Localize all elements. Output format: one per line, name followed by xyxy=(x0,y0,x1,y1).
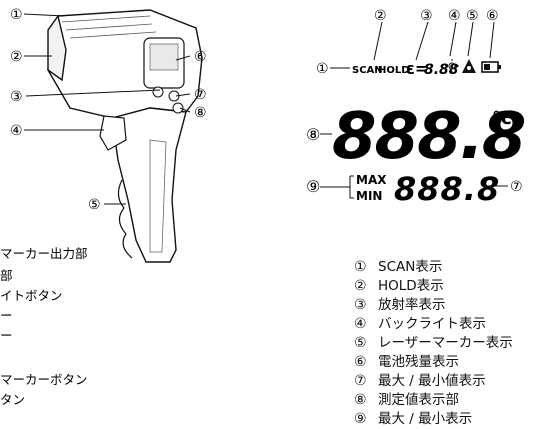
legend-number: ⑧ xyxy=(354,392,367,408)
legend-text: バックライト表示 xyxy=(378,316,486,332)
hold-indicator: HOLD xyxy=(378,65,410,76)
gun-label-4: ー xyxy=(0,308,13,323)
laser-button-shape xyxy=(172,102,184,114)
legend-number: ④ xyxy=(354,316,367,332)
gun-label-7: タン xyxy=(0,392,25,407)
lcd-callout-9: ⑨ xyxy=(306,177,320,196)
legend-item: ③ 放射率表示 xyxy=(354,296,513,315)
lcd-callout-6: ⑥ xyxy=(486,8,499,24)
lcd-callout-7: ⑦ xyxy=(510,179,523,195)
trigger-shape xyxy=(99,115,127,151)
gun-callout-4: ④ xyxy=(10,123,23,139)
lcd-diagram: ② ③ ④ ⑤ ⑥ ① SCAN HOLD ε= 8.88 ⑧ 888.8 °c… xyxy=(306,8,527,208)
min-indicator: MIN xyxy=(356,189,382,203)
scan-indicator: SCAN xyxy=(352,65,383,76)
temperature-unit: °c xyxy=(492,108,512,129)
legend-text: 測定値表示部 xyxy=(378,392,459,408)
gun-label-2: 部 xyxy=(0,268,13,283)
legend-number: ⑨ xyxy=(354,411,367,427)
gun-callout-1: ① xyxy=(10,7,23,23)
main-temperature-value: 888.8 xyxy=(332,100,525,174)
lcd-callout-3: ③ xyxy=(420,8,433,24)
legend-item: ⑤ レーザーマーカー表示 xyxy=(354,334,513,353)
battery-icon xyxy=(481,61,501,73)
backlight-icon xyxy=(445,59,459,73)
legend-number: ① xyxy=(354,259,367,275)
legend-text: 放射率表示 xyxy=(378,297,446,313)
legend-number: ⑦ xyxy=(354,373,367,389)
legend-item: ⑦ 最大 / 最小値表示 xyxy=(354,372,513,391)
lcd-callout-4: ④ xyxy=(448,8,461,24)
legend-text: 電池残量表示 xyxy=(378,354,459,370)
legend-item: ① SCAN表示 xyxy=(354,258,513,277)
gun-label-6: マーカーボタン xyxy=(0,372,88,387)
backlight-button-shape xyxy=(152,86,164,98)
legend-item: ② HOLD表示 xyxy=(354,277,513,296)
lcd-legend-list: ① SCAN表示 ② HOLD表示 ③ 放射率表示 ④ バックライト表示 ⑤ レーザーマー… xyxy=(354,258,513,429)
gun-display-screen xyxy=(149,43,179,71)
thermometer-diagram: ① ② ③ ④ ⑤ ⑥ ⑦ ⑧ マーカー出力部 部 イトボタン ー ー マーカー… xyxy=(0,7,207,407)
legend-item: ④ バックライト表示 xyxy=(354,315,513,334)
legend-text: HOLD表示 xyxy=(378,278,444,294)
gun-callout-5: ⑤ xyxy=(88,197,101,213)
legend-number: ③ xyxy=(354,297,367,313)
lcd-callout-5: ⑤ xyxy=(466,8,479,24)
legend-number: ② xyxy=(354,278,367,294)
lcd-callout-2: ② xyxy=(374,8,387,24)
gun-callout-7: ⑦ xyxy=(194,87,207,103)
legend-item: ⑥ 電池残量表示 xyxy=(354,353,513,372)
legend-text: 最大 / 最小表示 xyxy=(378,411,473,427)
lcd-callout-8: ⑧ xyxy=(306,125,320,144)
lcd-callout-1: ① xyxy=(316,61,329,77)
legend-number: ⑥ xyxy=(354,354,367,370)
maxmin-value: 888.8 xyxy=(394,170,500,208)
legend-text: SCAN表示 xyxy=(378,259,443,275)
gun-callout-8: ⑧ xyxy=(194,105,207,121)
max-indicator: MAX xyxy=(356,173,387,187)
gun-label-5: ー xyxy=(0,328,13,343)
legend-item: ⑨ 最大 / 最小表示 xyxy=(354,410,513,429)
legend-text: レーザーマーカー表示 xyxy=(378,335,513,351)
gun-callout-2: ② xyxy=(10,49,23,65)
legend-number: ⑤ xyxy=(354,335,367,351)
emissivity-value: 8.88 xyxy=(424,62,459,78)
gun-callout-3: ③ xyxy=(10,89,23,105)
legend-text: 最大 / 最小値表示 xyxy=(378,373,486,389)
emissivity-symbol: ε= xyxy=(406,59,428,78)
legend-item: ⑧ 測定値表示部 xyxy=(354,391,513,410)
gun-callout-6: ⑥ xyxy=(194,49,207,65)
gun-label-3: イトボタン xyxy=(0,288,63,303)
gun-label-1: マーカー出力部 xyxy=(0,246,88,261)
laser-warning-icon xyxy=(462,59,476,73)
